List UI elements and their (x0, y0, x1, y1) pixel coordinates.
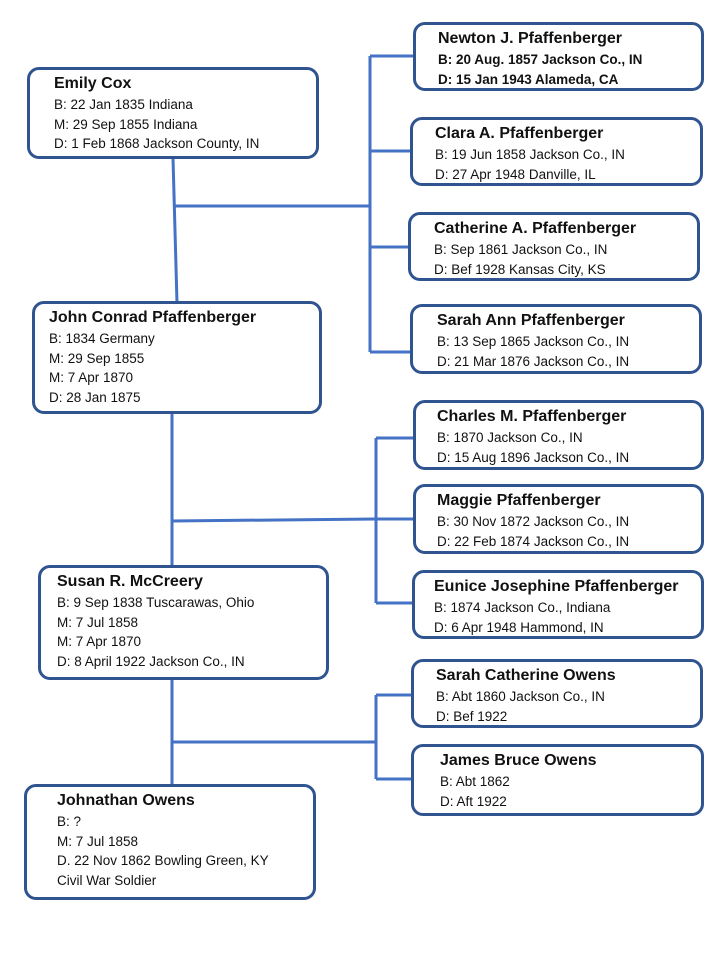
person-birth: B: ? (57, 814, 82, 829)
person-name: Maggie Pfaffenberger (437, 492, 601, 509)
person-name: Emily Cox (54, 75, 132, 92)
person-name: Johnathan Owens (57, 792, 195, 809)
person-birth: B: 1874 Jackson Co., Indiana (434, 600, 611, 615)
person-death: D: Aft 1922 (440, 793, 507, 809)
child-box-eunice-josephine-pfaffenberger: Eunice Josephine Pfaffenberger B: 1874 J… (412, 570, 704, 639)
person-name: Sarah Ann Pfaffenberger (437, 312, 625, 329)
child-box-charles-m-pfaffenberger: Charles M. Pfaffenberger B: 1870 Jackson… (413, 400, 704, 470)
child-box-sarah-catherine-owens: Sarah Catherine Owens B: Abt 1860 Jackso… (411, 659, 703, 728)
person-birth: B: Sep 1861 Jackson Co., IN (434, 242, 608, 257)
person-name: James Bruce Owens (440, 752, 597, 769)
person-birth: B: Abt 1862 (440, 774, 510, 789)
person-birth: B: 22 Jan 1835 Indiana (54, 97, 193, 112)
person-birth: B: 20 Aug. 1857 Jackson Co., IN (438, 52, 643, 67)
person-marriage: M: 29 Sep 1855 Indiana (54, 116, 198, 132)
person-death: D: Bef 1928 Kansas City, KS (434, 261, 606, 277)
child-box-catherine-a-pfaffenberger: Catherine A. Pfaffenberger B: Sep 1861 J… (408, 212, 700, 281)
person-birth: B: 30 Nov 1872 Jackson Co., IN (437, 514, 630, 529)
child-box-newton-j-pfaffenberger: Newton J. Pfaffenberger B: 20 Aug. 1857 … (413, 22, 704, 91)
person-death: D. 22 Nov 1862 Bowling Green, KY (57, 853, 269, 868)
person-birth: B: 19 Jun 1858 Jackson Co., IN (435, 147, 625, 162)
person-marriage: M: 7 Jul 1858 (57, 833, 139, 849)
person-death: D: 15 Jan 1943 Alameda, CA (438, 71, 619, 87)
person-birth: B: 9 Sep 1838 Tuscarawas, Ohio (57, 595, 255, 610)
person-name: Susan R. McCreery (57, 573, 203, 590)
person-marriage: M: 7 Jul 1858 (57, 614, 139, 630)
person-death: D: 1 Feb 1868 Jackson County, IN (54, 136, 260, 151)
person-name: Charles M. Pfaffenberger (437, 408, 627, 425)
connector-line (171, 157, 179, 304)
person-name: John Conrad Pfaffenberger (49, 309, 257, 326)
person-name: Catherine A. Pfaffenberger (434, 220, 637, 237)
person-birth: B: 1870 Jackson Co., IN (437, 430, 583, 445)
person-birth: B: 1834 Germany (49, 331, 155, 346)
person-death: D: 21 Mar 1876 Jackson Co., IN (437, 353, 630, 369)
child-box-maggie-pfaffenberger: Maggie Pfaffenberger B: 30 Nov 1872 Jack… (413, 484, 704, 554)
child-box-clara-a-pfaffenberger: Clara A. Pfaffenberger B: 19 Jun 1858 Ja… (410, 117, 703, 186)
person-death: D: 27 Apr 1948 Danville, IL (435, 166, 596, 182)
child-box-james-bruce-owens: James Bruce Owens B: Abt 1862 D: Aft 192… (411, 744, 704, 816)
person-birth: B: Abt 1860 Jackson Co., IN (436, 689, 605, 704)
person-marriage: M: 7 Apr 1870 (49, 370, 134, 385)
person-death: D: 22 Feb 1874 Jackson Co., IN (437, 533, 630, 549)
person-name: Eunice Josephine Pfaffenberger (434, 578, 679, 595)
person-marriage: M: 29 Sep 1855 (49, 350, 145, 366)
person-box-john-conrad-pfaffenberger: John Conrad Pfaffenberger B: 1834 German… (32, 301, 322, 414)
person-death: D: 28 Jan 1875 (49, 389, 141, 405)
person-death: D: 6 Apr 1948 Hammond, IN (434, 619, 604, 635)
connector-line (171, 517, 377, 523)
person-name: Clara A. Pfaffenberger (435, 125, 604, 142)
person-box-johnathan-owens: Johnathan Owens B: ? M: 7 Jul 1858 D. 22… (24, 784, 316, 900)
person-death: D: 8 April 1922 Jackson Co., IN (57, 653, 245, 669)
person-marriage: M: 7 Apr 1870 (57, 634, 142, 649)
person-birth: B: 13 Sep 1865 Jackson Co., IN (437, 334, 630, 349)
child-box-sarah-ann-pfaffenberger: Sarah Ann Pfaffenberger B: 13 Sep 1865 J… (410, 304, 702, 374)
person-name: Newton J. Pfaffenberger (438, 30, 623, 47)
person-note: Civil War Soldier (57, 872, 157, 888)
person-death: D: 15 Aug 1896 Jackson Co., IN (437, 449, 630, 465)
person-box-susan-r-mccreery: Susan R. McCreery B: 9 Sep 1838 Tuscaraw… (38, 565, 329, 680)
person-box-emily-cox: Emily Cox B: 22 Jan 1835 Indiana M: 29 S… (27, 67, 319, 159)
person-death: D: Bef 1922 (436, 708, 508, 724)
person-name: Sarah Catherine Owens (436, 667, 616, 684)
